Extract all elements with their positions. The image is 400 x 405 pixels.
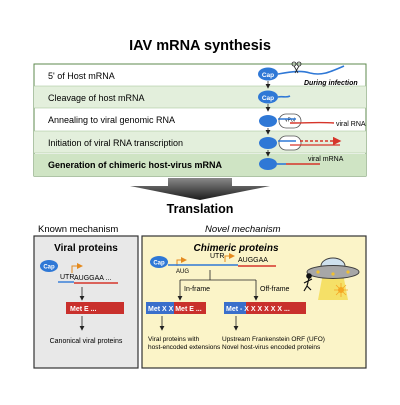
in-frame-host-segment bbox=[146, 302, 174, 314]
off-frame-caption-2: Novel host-virus encoded proteins bbox=[222, 344, 321, 351]
step-3-label: Annealing to viral genomic RNA bbox=[48, 115, 175, 125]
off-frame-label: Off-frame bbox=[260, 286, 290, 293]
step-band-5 bbox=[34, 154, 366, 176]
polymerase-icon bbox=[278, 113, 302, 129]
cap-icon bbox=[259, 158, 277, 170]
step-4-label: Initiation of viral RNA transcription bbox=[48, 138, 183, 148]
in-frame-protein-sequence: Met X X Met E ... bbox=[148, 306, 202, 313]
novel-utr-label: UTR bbox=[210, 253, 224, 260]
step-5-label: Generation of chimeric host-virus mRNA bbox=[48, 160, 223, 170]
svg-text:Cap: Cap bbox=[153, 261, 165, 267]
in-frame-viral-segment bbox=[174, 302, 206, 314]
svg-text:Cap: Cap bbox=[262, 72, 274, 79]
step-5-graphic: viral mRNA bbox=[259, 156, 344, 170]
known-caption: Canonical viral proteins bbox=[50, 338, 123, 345]
step-2-graphic: Cap bbox=[258, 81, 291, 112]
off-frame-viral-segment bbox=[246, 302, 306, 314]
translation-label: Translation bbox=[167, 202, 234, 216]
step-1-graphic: Cap During infection bbox=[258, 61, 358, 87]
utr-label: UTR bbox=[60, 274, 74, 281]
viral-rna-label: viral RNA bbox=[336, 121, 366, 128]
aug-label: AUG bbox=[176, 269, 189, 275]
during-infection-label: During infection bbox=[304, 80, 358, 87]
cap-icon bbox=[259, 137, 277, 149]
cap-icon bbox=[150, 256, 168, 268]
step-band-2 bbox=[34, 86, 366, 108]
svg-text:Cap: Cap bbox=[43, 265, 55, 271]
frame-branch bbox=[177, 270, 259, 301]
in-frame-label: In-frame bbox=[184, 286, 210, 293]
cap-icon bbox=[40, 260, 58, 272]
cap-icon bbox=[258, 90, 278, 104]
novel-mechanism-heading: Novel mechanism bbox=[205, 224, 281, 235]
step-1-label: 5' of Host mRNA bbox=[48, 71, 115, 81]
known-mechanism-heading: Known mechanism bbox=[38, 224, 118, 235]
svg-text:vPol: vPol bbox=[285, 118, 295, 124]
step-4-graphic bbox=[259, 135, 342, 157]
off-frame-protein-sequence: Met - X X X X X X ... bbox=[226, 306, 290, 313]
off-frame-caption-1: Upstream Frankenstein ORF (UFO) bbox=[222, 336, 325, 343]
in-frame-caption-1: Viral proteins with bbox=[148, 336, 200, 343]
polymerase-icon bbox=[278, 135, 302, 151]
cap-icon bbox=[259, 115, 277, 127]
canonical-protein-bar bbox=[66, 302, 124, 314]
canonical-protein-sequence: Met E ... bbox=[70, 306, 97, 313]
in-frame-caption-2: host-encoded extensions bbox=[148, 344, 221, 351]
scissors-icon bbox=[291, 61, 302, 74]
novel-mrna-graphic: Cap AUG UTR AUGGAA bbox=[150, 253, 276, 275]
off-frame-host-segment bbox=[224, 302, 246, 314]
viral-proteins-title: Viral proteins bbox=[54, 243, 118, 254]
title: IAV mRNA synthesis bbox=[129, 38, 271, 54]
codon-sequence: AUGGAA ... bbox=[74, 275, 111, 282]
novel-codon-sequence: AUGGAA bbox=[238, 257, 268, 264]
viral-mrna-label: viral mRNA bbox=[308, 156, 344, 163]
chimeric-proteins-title: Chimeric proteins bbox=[193, 243, 278, 254]
figure-icon bbox=[303, 273, 313, 292]
step-2-label: Cleavage of host mRNA bbox=[48, 93, 145, 103]
ufo-icon bbox=[303, 257, 360, 300]
step-3-graphic: vPol viral RNA bbox=[259, 113, 366, 135]
svg-text:Cap: Cap bbox=[262, 95, 274, 102]
known-mrna-graphic: Cap UTR AUGGAA ... bbox=[40, 260, 118, 284]
sparkle-icon bbox=[334, 283, 348, 297]
cap-icon bbox=[258, 67, 278, 81]
big-down-arrow bbox=[130, 178, 270, 200]
